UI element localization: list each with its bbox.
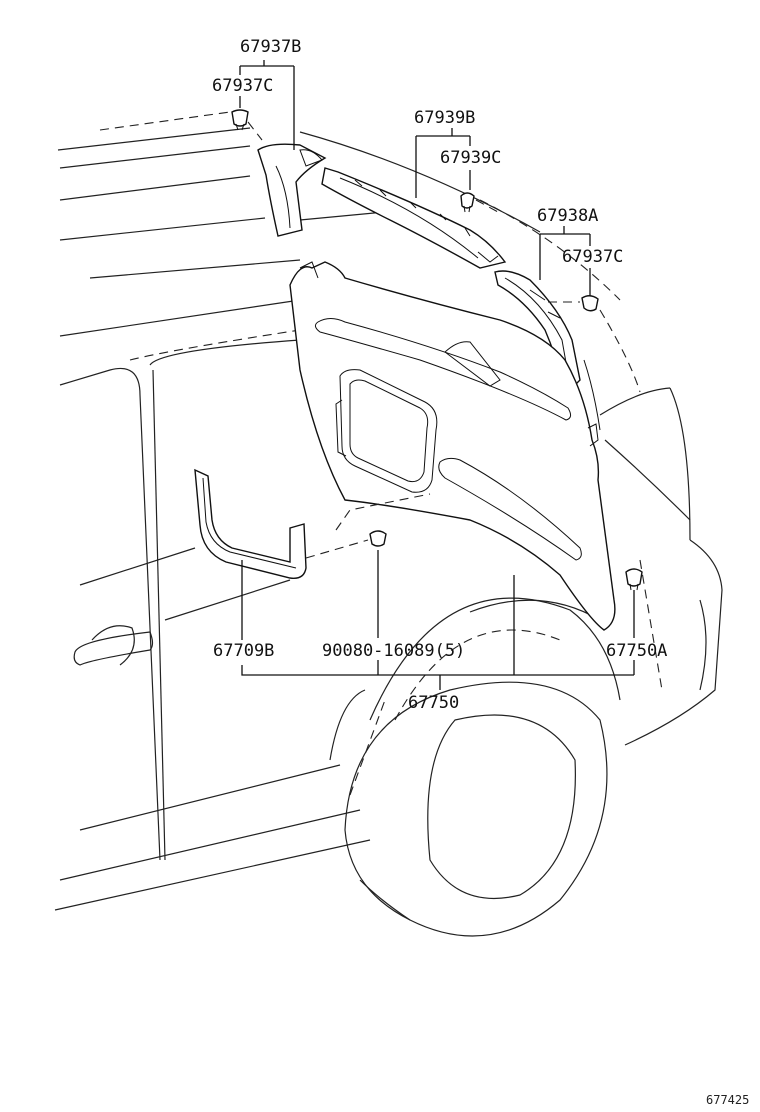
part-67937B-pillar-garnish[interactable] <box>257 143 327 237</box>
label-67709B: 67709B <box>213 641 274 661</box>
label-67939C: 67939C <box>440 148 501 168</box>
label-90080-16089: 90080-16089(5) <box>322 641 465 661</box>
label-67750A: 67750A <box>606 641 667 661</box>
part-67939B-upper-garnish[interactable] <box>321 167 507 269</box>
diagram-code: 677425 <box>706 1093 749 1107</box>
part-90080-16089-clip[interactable] <box>305 493 431 559</box>
part-67939C-clip[interactable] <box>460 192 499 213</box>
leader-lines <box>239 60 635 690</box>
part-67937C-clip-top[interactable] <box>231 109 263 141</box>
label-67938A: 67938A <box>537 206 598 226</box>
part-67750-trim-board[interactable] <box>289 261 616 631</box>
part-67750A-clip[interactable] <box>625 568 643 591</box>
label-67939B: 67939B <box>414 108 475 128</box>
label-67937C-right: 67937C <box>562 247 623 267</box>
label-67750: 67750 <box>408 693 459 713</box>
part-labels: 67937B 67937C 67939B 67939C 67938A 67937… <box>212 37 749 1107</box>
label-67937B: 67937B <box>240 37 301 57</box>
part-67709B-weatherstrip[interactable] <box>194 468 307 579</box>
vehicle-body-outline <box>54 111 723 937</box>
part-67937C-clip-right[interactable] <box>548 295 599 312</box>
label-67937C-top: 67937C <box>212 76 273 96</box>
